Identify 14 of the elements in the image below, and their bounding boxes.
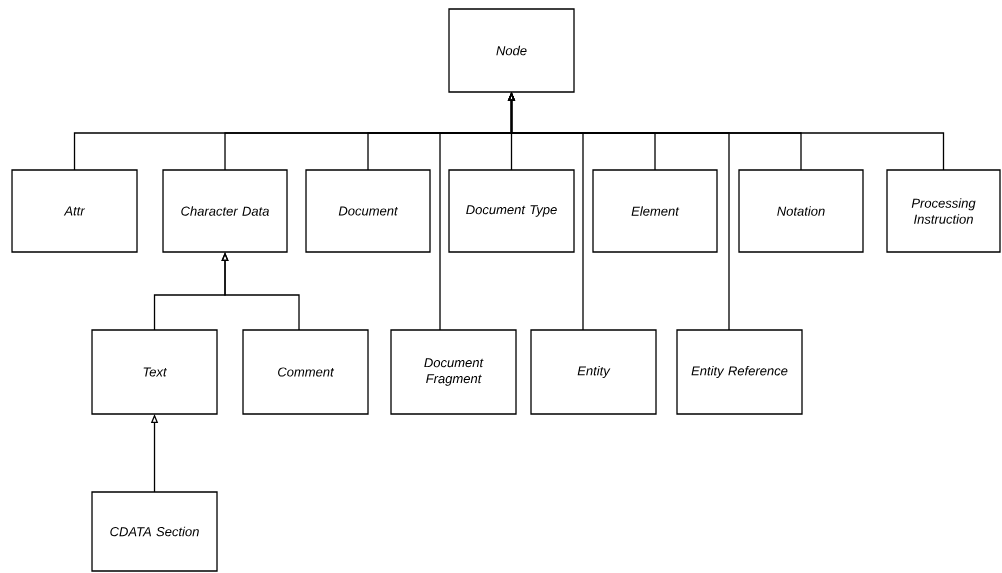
class-box: Text <box>91 329 218 415</box>
class-box: Attr <box>11 169 138 253</box>
class-box: CDATA Section <box>91 491 218 572</box>
class-box: Entity Reference <box>676 329 803 415</box>
class-box: Document <box>305 169 431 253</box>
class-box: Character Data <box>162 169 288 253</box>
class-box: Entity <box>530 329 657 415</box>
class-box: Comment <box>242 329 369 415</box>
class-box: Document Type <box>448 169 575 253</box>
class-box: Processing Instruction <box>886 169 1001 253</box>
class-box: Notation <box>738 169 864 253</box>
class-box: Node <box>448 8 575 93</box>
class-box: Element <box>592 169 718 253</box>
class-box: Document Fragment <box>390 329 517 415</box>
